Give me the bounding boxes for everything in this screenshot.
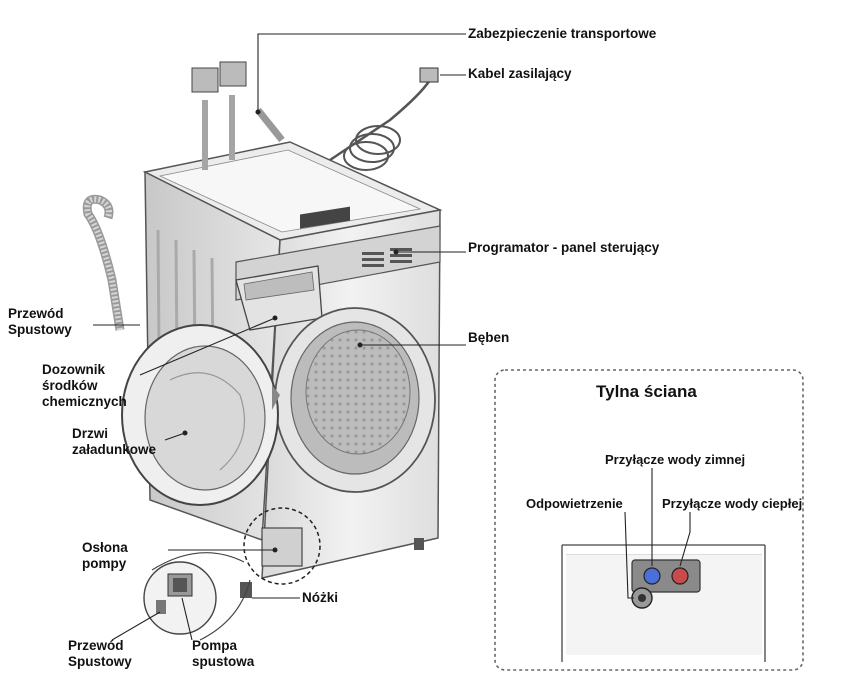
label-drain-hose-top: Przewód Spustowy [8,306,72,337]
drain-pump [143,561,217,635]
label-drain-hose-bottom: Przewód Spustowy [68,638,132,669]
inset-title: Tylna ściana [596,382,697,401]
label-hot-water: Przyłącze wody ciepłej [662,496,803,511]
label-power-cable: Kabel zasilający [468,66,572,81]
connector-plate [631,559,701,593]
drum [305,329,411,455]
label-control-panel: Programator - panel sterujący [468,240,660,255]
cold-water-connector [643,567,661,585]
washing-machine [121,141,443,641]
pump-cover [261,527,303,567]
label-vent: Odpowietrzenie [526,496,623,511]
foot [240,582,252,598]
tap [219,61,247,87]
label-loading-door: Drzwi załadunkowe [72,426,157,457]
hot-water-connector [671,567,689,585]
label-drum: Bęben [468,330,510,345]
label-feet: Nóżki [302,590,339,605]
label-cold-water: Przyłącze wody zimnej [605,452,746,467]
rear-wall-inset [494,369,804,671]
label-drain-pump: Pompa spustowa [192,638,255,669]
hoses [82,61,439,331]
leader-lines [93,33,466,641]
label-pump-cover: Osłona pompy [82,540,128,571]
label-detergent-dispenser: Dozownik środków chemicznych [42,362,127,409]
tap [191,67,219,93]
label-transport-lock: Zabezpieczenie transportowe [468,26,657,41]
power-plug [419,67,439,83]
